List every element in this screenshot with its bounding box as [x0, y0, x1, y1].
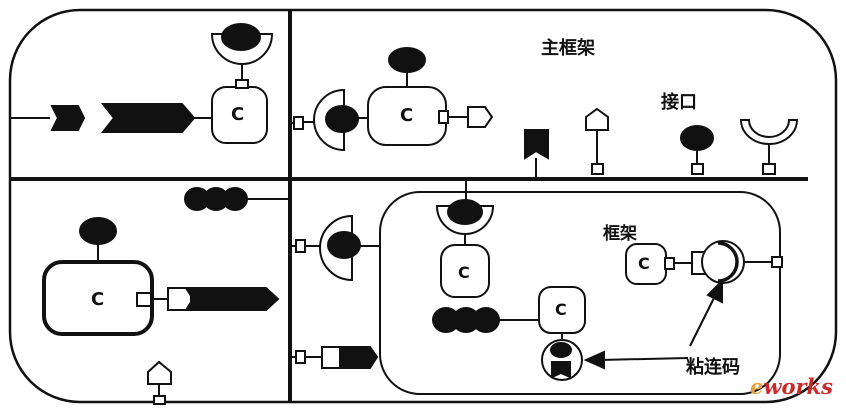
interface-label: 接口 [661, 92, 697, 113]
ball-plug-icon [388, 47, 426, 73]
watermark-prefix: e [750, 374, 764, 399]
glue-code-arrow [599, 357, 689, 361]
component-label: C [231, 104, 245, 125]
pentagon-interface-icon [147, 360, 172, 385]
component-label: C [638, 254, 650, 273]
ball-plug-icon [550, 342, 572, 358]
port-square [136, 292, 152, 307]
arrow-head [706, 278, 723, 304]
port-square [591, 163, 604, 175]
glue-code-arrow [689, 295, 716, 347]
port-square [438, 110, 449, 124]
chevron-interface-icon [551, 361, 571, 379]
main-framework-label: 主框架 [541, 38, 595, 59]
ball-plug-icon [325, 105, 359, 133]
port-square [153, 395, 166, 405]
port-square [293, 116, 304, 130]
pentagon-interface-icon [467, 106, 494, 128]
port-square [771, 256, 783, 268]
component-label: C [458, 263, 470, 282]
component-box [440, 244, 490, 298]
ball-plug-icon [472, 307, 500, 333]
ball-plug-icon [222, 187, 248, 211]
chevron-interface-icon [524, 129, 549, 160]
framework-box [379, 191, 781, 395]
cup-socket-icon [717, 241, 739, 283]
cup-socket-icon [739, 119, 799, 145]
port-square [295, 350, 306, 364]
arrow-connector-icon [50, 105, 86, 131]
port-square [762, 163, 776, 175]
port-square [664, 257, 675, 270]
port-square [691, 163, 704, 175]
outer-frame [8, 8, 838, 404]
ball-plug-icon [680, 125, 714, 151]
ball-plug-icon [447, 199, 483, 225]
eworks-watermark: eworks [750, 374, 833, 399]
ball-plug-icon [79, 217, 117, 245]
component-label: C [400, 105, 414, 126]
arrow-connector-icon [100, 103, 196, 133]
component-label: C [555, 300, 567, 319]
arrow-connector-icon [184, 287, 280, 311]
framework-label: 框架 [603, 224, 637, 244]
pentagon-interface-icon [585, 107, 609, 131]
ball-plug-icon [327, 231, 361, 259]
component-label: C [91, 289, 105, 310]
port-square [295, 239, 306, 253]
watermark-suffix: works [763, 374, 833, 399]
arrow-head [583, 350, 605, 370]
glue-code-label: 粘连码 [686, 357, 740, 378]
ball-plug-icon [221, 23, 261, 51]
arrow-connector-icon [339, 346, 379, 369]
port-square [235, 79, 249, 89]
